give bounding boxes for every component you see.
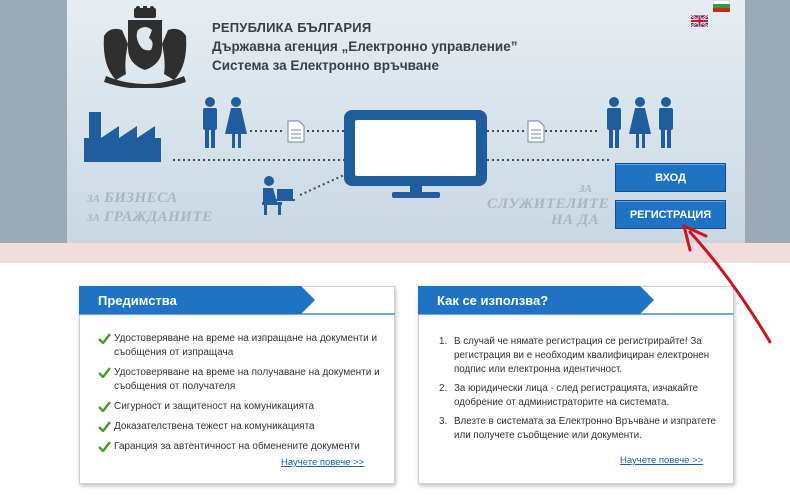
hero-business-label: БИЗНЕСА	[104, 190, 178, 206]
header-line-2: Държавна агенция „Електронно управление”	[212, 39, 518, 54]
check-icon	[98, 441, 111, 452]
header-line-3: Система за Електронно връчване	[212, 58, 439, 73]
check-icon	[98, 367, 111, 378]
coat-of-arms-icon	[103, 6, 187, 88]
factory-icon	[84, 112, 161, 162]
advantages-more-link[interactable]: Научете повече >>	[281, 457, 365, 468]
hero-citizens-text: ЗА ГРАЖДАНИТЕ	[87, 209, 213, 226]
document-icon-left	[287, 120, 305, 143]
hero-side-right	[745, 0, 790, 243]
separator-band	[0, 243, 790, 263]
howto-panel: Как се използва? 1. В случай че нямате р…	[418, 286, 734, 484]
list-item: Доказателствена тежест на комуникацията	[98, 420, 388, 434]
login-button[interactable]: ВХОД	[615, 163, 726, 192]
header-line-1: РЕПУБЛИКА БЪЛГАРИЯ	[212, 20, 372, 35]
hero-business-prefix: ЗА	[87, 193, 100, 205]
list-item: 2. За юридически лица - след регистрация…	[439, 383, 699, 408]
list-item: 3. Влезте в системата за Електронно Връч…	[439, 416, 716, 441]
uk-flag-icon[interactable]	[691, 15, 708, 27]
list-item: Сигурност и защитеност на комуникацията	[98, 400, 388, 414]
panel-header-strip	[418, 313, 734, 315]
people-right-icon	[607, 97, 673, 148]
list-item: Удостоверяване на време на изпращане на …	[98, 332, 388, 360]
hero-employees-prefix: ЗА	[579, 183, 592, 195]
hero-employees-label: СЛУЖИТЕЛИТЕ	[487, 196, 610, 212]
advantages-list: Удостоверяване на време на изпращане на …	[98, 332, 388, 460]
check-icon	[98, 401, 111, 412]
hero-side-left	[0, 0, 67, 243]
hero-business-text: ЗА БИЗНЕСА	[87, 190, 178, 207]
howto-list: 1. В случай че нямате регистрация се рег…	[439, 335, 729, 448]
list-item: Гаранция за автентичност на обменените д…	[98, 440, 388, 454]
advantages-panel: Предимства Удостоверяване на време на из…	[79, 286, 395, 484]
monitor-icon	[344, 110, 487, 198]
person-laptop-icon	[262, 176, 295, 215]
hero-citizens-prefix: ЗА	[87, 212, 100, 224]
check-icon	[98, 421, 111, 432]
howto-more-link[interactable]: Научете повече >>	[620, 455, 704, 466]
document-icon-right	[527, 120, 545, 143]
hero-citizens-label: ГРАЖДАНИТЕ	[104, 209, 213, 225]
advantages-title: Предимства	[79, 286, 315, 314]
people-left-icon	[203, 97, 247, 148]
header-title: РЕПУБЛИКА БЪЛГАРИЯ Държавна агенция „Еле…	[212, 20, 517, 73]
panel-header-strip	[79, 313, 395, 315]
register-button[interactable]: РЕГИСТРАЦИЯ	[615, 200, 726, 229]
hero-illustration	[84, 97, 673, 215]
hero-employees-suffix: НА ДА	[551, 212, 600, 228]
check-icon	[98, 333, 111, 344]
howto-title: Как се използва?	[418, 286, 654, 314]
list-item: 1. В случай че нямате регистрация се рег…	[439, 336, 710, 375]
bulgarian-flag-icon[interactable]	[713, 0, 730, 12]
list-item: Удостоверяване на време на получаване на…	[98, 366, 388, 394]
